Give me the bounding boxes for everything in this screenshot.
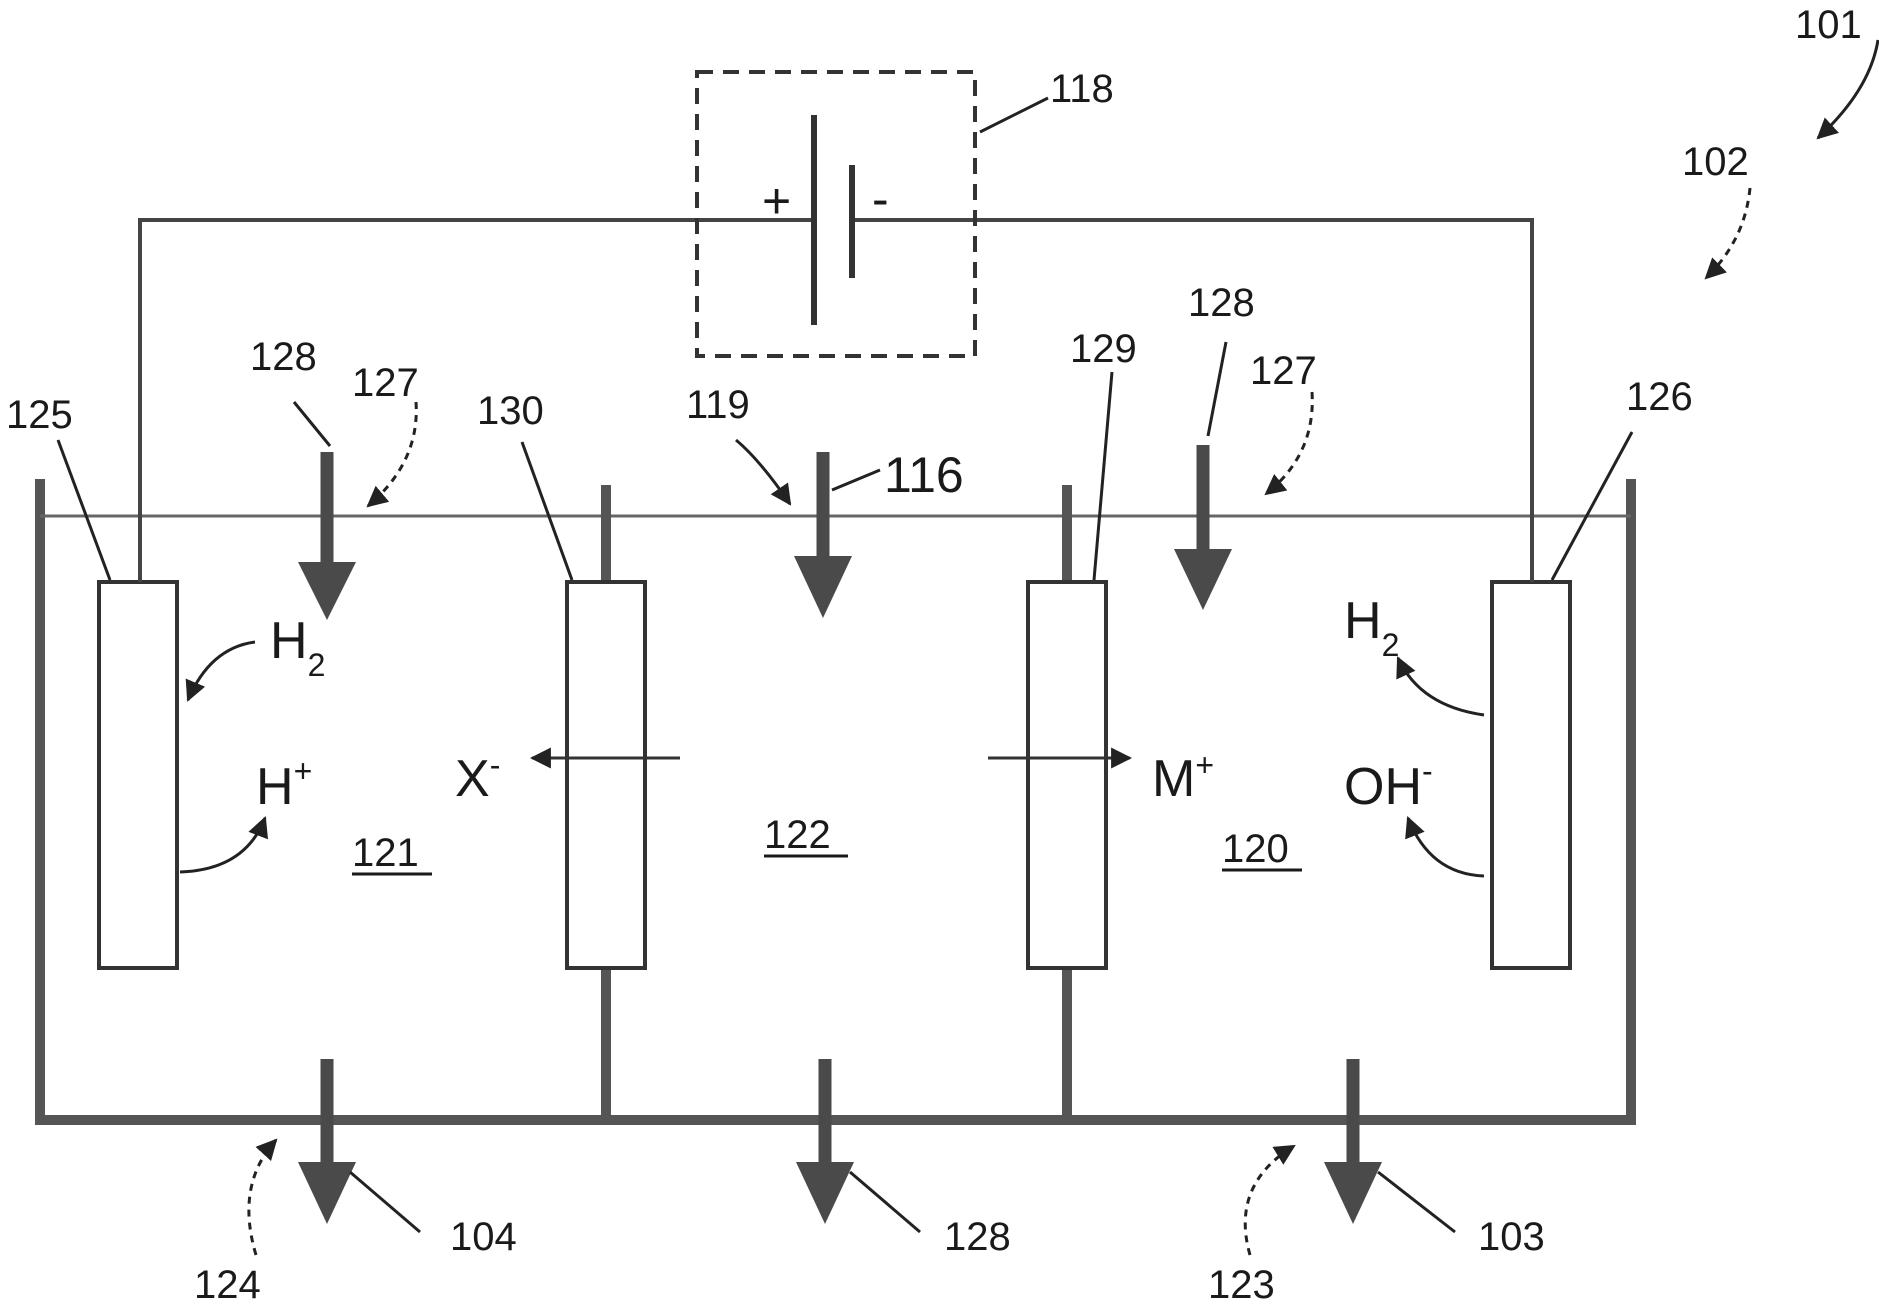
label-130: 130	[477, 389, 544, 433]
cathode-electrode	[1492, 582, 1570, 968]
leader-101	[1818, 40, 1878, 138]
label-125: 125	[6, 393, 73, 437]
label-128-bottom: 128	[944, 1215, 1011, 1259]
leader-119	[736, 440, 790, 504]
leader-128-bottom	[850, 1172, 920, 1232]
cation-label: M+	[1152, 747, 1214, 808]
leader-123	[1245, 1146, 1294, 1255]
leader-128-left	[294, 402, 330, 446]
hydroxide-label: OH-	[1344, 753, 1433, 816]
leader-118	[980, 98, 1048, 132]
leader-127-right	[1266, 392, 1312, 494]
left-hplus-curve	[180, 818, 265, 872]
left-h2-curve	[188, 642, 255, 700]
label-124: 124	[194, 1263, 261, 1306]
power-supply-box	[697, 72, 975, 356]
anion-label: X-	[455, 747, 500, 808]
outflow-arrow-left	[298, 1059, 356, 1224]
anion-membrane	[567, 582, 645, 968]
battery-minus-sign: -	[872, 171, 889, 227]
anode-electrode	[99, 582, 177, 968]
leader-130	[522, 442, 572, 580]
label-118: 118	[1050, 67, 1114, 111]
inflow-arrow-right	[1174, 445, 1232, 610]
leader-128-right	[1208, 342, 1226, 436]
outflow-arrow-right	[1324, 1059, 1382, 1224]
label-119: 119	[686, 383, 750, 427]
leader-103	[1378, 1172, 1455, 1232]
label-102: 102	[1682, 140, 1749, 184]
label-128-left: 128	[250, 335, 317, 379]
label-126: 126	[1626, 375, 1693, 419]
label-129: 129	[1070, 327, 1137, 371]
leader-126	[1552, 432, 1632, 580]
circuit-wire-right	[855, 220, 1532, 582]
inflow-arrow-left	[298, 452, 356, 620]
label-122: 122	[764, 813, 831, 857]
battery-plus-sign: +	[762, 173, 791, 229]
leader-104	[350, 1172, 420, 1232]
leader-102	[1706, 188, 1750, 278]
label-128-right: 128	[1188, 281, 1255, 325]
label-116: 116	[884, 447, 964, 503]
label-120: 120	[1222, 827, 1289, 871]
leader-124	[249, 1140, 276, 1255]
label-127-right: 127	[1250, 349, 1317, 393]
label-127-left: 127	[352, 361, 419, 405]
leader-127-left	[368, 402, 416, 506]
leader-129	[1094, 372, 1112, 580]
cation-membrane	[1028, 582, 1106, 968]
label-103: 103	[1478, 1215, 1545, 1259]
label-121: 121	[352, 831, 419, 875]
label-101: 101	[1795, 3, 1862, 47]
left-hplus-label: H+	[256, 753, 312, 816]
right-oh-curve	[1408, 818, 1484, 876]
right-h2-label: H2	[1344, 592, 1399, 663]
label-123: 123	[1208, 1263, 1275, 1306]
right-h2-curve	[1398, 658, 1484, 715]
inflow-arrow-center	[794, 452, 852, 618]
leader-125	[58, 440, 110, 580]
left-h2-label: H2	[270, 612, 325, 683]
label-104: 104	[450, 1215, 517, 1259]
outflow-arrow-center	[796, 1059, 854, 1224]
leader-116	[832, 470, 880, 490]
